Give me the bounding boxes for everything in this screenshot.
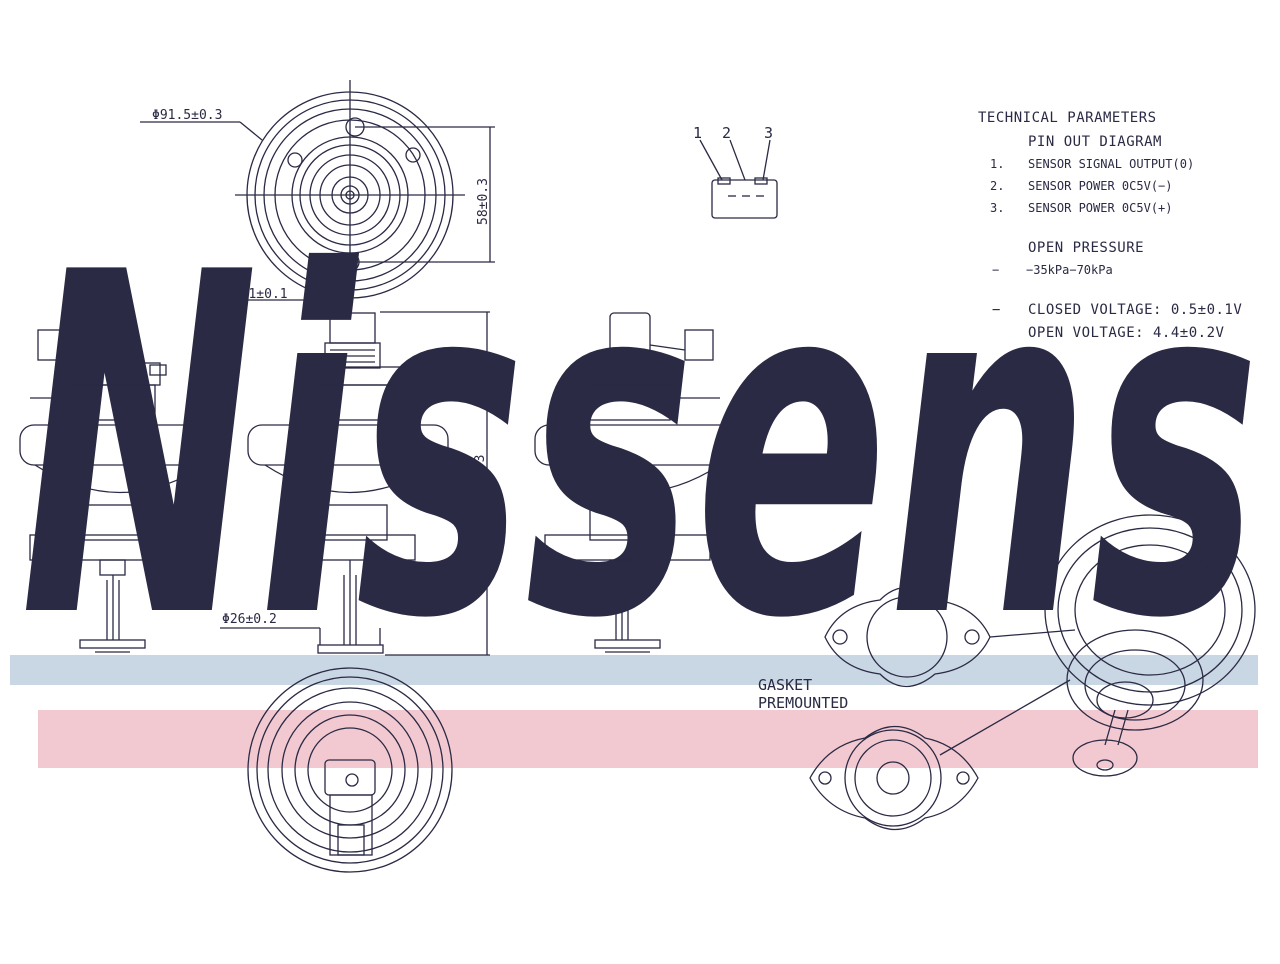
top-view [140, 80, 495, 310]
watermark-blue-band [10, 655, 1258, 685]
pin-number-1: 1 [693, 124, 702, 142]
dim-hole-diameter: Φ5.1±0.1 [225, 287, 288, 302]
pin-number-3: 3 [764, 124, 773, 142]
tech-title: TECHNICAL PARAMETERS [978, 110, 1157, 126]
pin-2-number: 2. [990, 179, 1005, 193]
pin-2-text: SENSOR POWER 0C5V(−) [1028, 179, 1173, 193]
gasket-top [824, 587, 1076, 687]
connector-diagram [699, 139, 778, 219]
pin-number-2: 2 [722, 124, 731, 142]
pin-3-number: 3. [990, 201, 1005, 215]
pin-1-text: SENSOR SIGNAL OUTPUT(0) [1028, 157, 1195, 171]
open-pressure-dash: − [992, 263, 1000, 277]
closed-voltage: CLOSED VOLTAGE: 0.5±0.1V [1028, 302, 1243, 318]
side-view-right [534, 312, 736, 653]
pin-1-number: 1. [990, 157, 1005, 171]
dim-hole-distance: 58±0.3 [476, 178, 491, 225]
bottom-view [247, 667, 453, 873]
watermark-text: Nissens [20, 174, 1260, 721]
dim-top-diameter: Φ91.5±0.3 [152, 108, 222, 123]
dim-height: 148.4±0.3 [473, 455, 488, 525]
open-voltage: OPEN VOLTAGE: 4.4±0.2V [1028, 325, 1225, 341]
voltage-dash: − [992, 302, 1001, 318]
gasket-label-line1: GASKET [758, 676, 812, 694]
open-pressure-value: −35kPa−70kPa [1026, 263, 1113, 277]
gasket-bottom [809, 679, 1071, 831]
gasket-label-line2: PREMOUNTED [758, 694, 848, 712]
pin-3-text: SENSOR POWER 0C5V(+) [1028, 201, 1173, 215]
pin-out-title: PIN OUT DIAGRAM [1028, 134, 1162, 150]
watermark-red-band [38, 710, 1258, 768]
isometric-view [1044, 469, 1256, 777]
side-view-center [220, 311, 490, 656]
dim-valve-diameter: Φ26±0.2 [222, 612, 277, 627]
side-view-left [19, 312, 221, 653]
open-pressure-title: OPEN PRESSURE [1028, 240, 1145, 256]
